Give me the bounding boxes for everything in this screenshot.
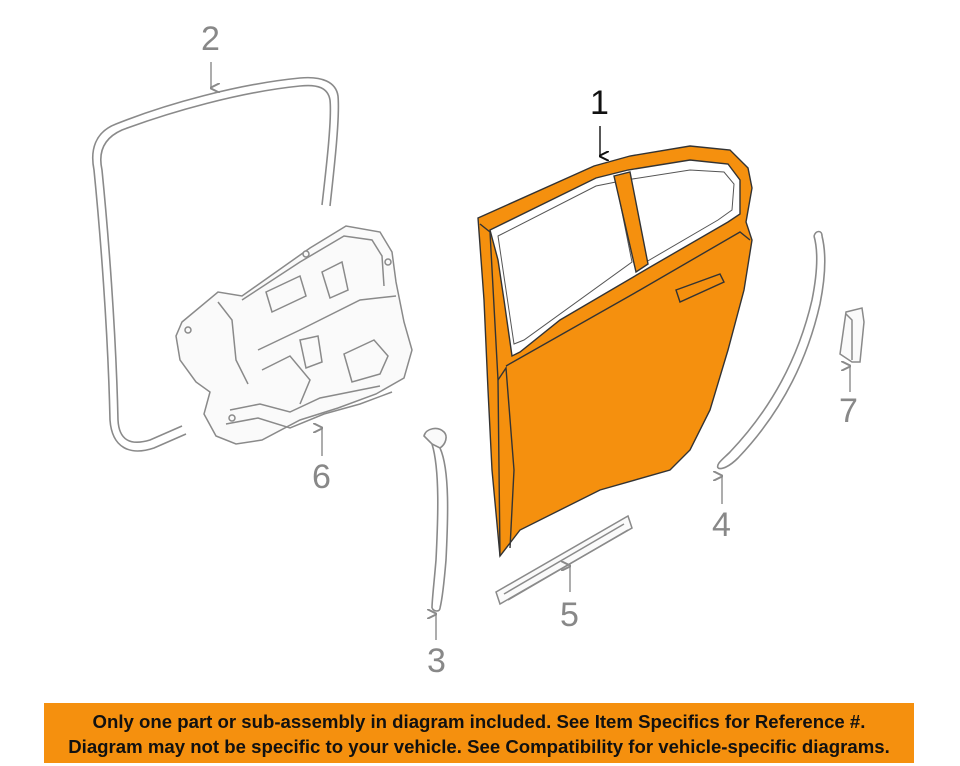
part-4-edge-moulding xyxy=(716,230,826,470)
callout-6: 6 xyxy=(312,458,331,496)
callout-5: 5 xyxy=(560,596,579,634)
disclaimer-banner: Only one part or sub-assembly in diagram… xyxy=(44,703,914,763)
part-1-door-shell xyxy=(477,145,753,558)
callout-3: 3 xyxy=(427,642,446,680)
part-3-channel-seal xyxy=(423,427,449,612)
callout-4: 4 xyxy=(712,506,731,544)
callout-7: 7 xyxy=(839,392,858,430)
part-6-door-module xyxy=(175,225,413,445)
callout-1: 1 xyxy=(590,84,609,122)
parts-diagram: 1 2 3 4 5 6 7 xyxy=(91,20,865,680)
disclaimer-line-2: Diagram may not be specific to your vehi… xyxy=(68,736,890,757)
disclaimer-line-1: Only one part or sub-assembly in diagram… xyxy=(92,711,866,732)
part-7-trim-piece xyxy=(839,307,865,363)
callout-2: 2 xyxy=(201,20,220,58)
part-2-weatherstrip xyxy=(91,76,340,452)
leader-lines xyxy=(211,62,850,640)
